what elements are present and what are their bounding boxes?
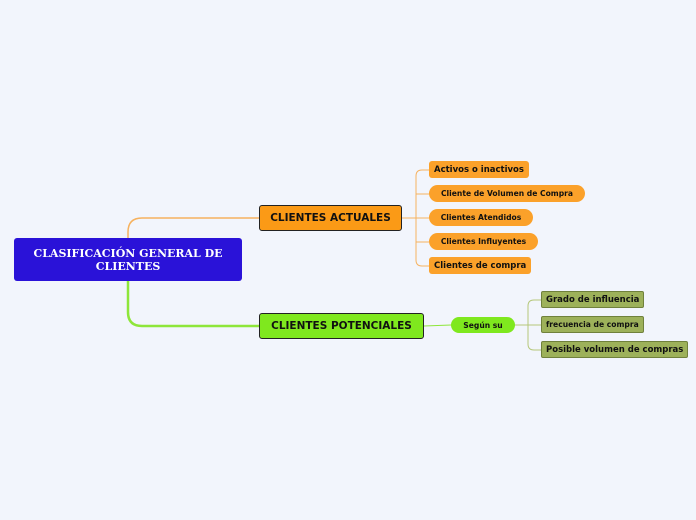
node-activos-o-inactivos[interactable]: Activos o inactivos (429, 161, 529, 178)
root-node[interactable]: CLASIFICACIÓN GENERAL DE CLIENTES (14, 238, 242, 281)
node-grado-de-influencia-label: Grado de influencia (546, 294, 640, 305)
node-activos-o-inactivos-label: Activos o inactivos (434, 164, 524, 175)
node-segun-su-label: Según su (463, 320, 503, 330)
connectors-actuales-children (402, 169, 429, 267)
connector-potenciales-sub (423, 324, 452, 327)
connectors-sub-children (515, 299, 541, 351)
connector-root-actuales (127, 217, 259, 238)
node-grado-de-influencia[interactable]: Grado de influencia (541, 291, 645, 308)
node-cliente-volumen-compra-label: Cliente de Volumen de Compra (440, 189, 574, 198)
node-frecuencia-de-compra[interactable]: frecuencia de compra (541, 316, 644, 333)
root-node-label: CLASIFICACIÓN GENERAL DE CLIENTES (33, 246, 223, 273)
node-clientes-actuales-label: CLIENTES ACTUALES (270, 212, 391, 224)
node-clientes-potenciales[interactable]: CLIENTES POTENCIALES (259, 313, 424, 339)
node-clientes-potenciales-label: CLIENTES POTENCIALES (271, 320, 412, 332)
node-clientes-atendidos-label: Clientes Atendidos (440, 213, 522, 222)
node-clientes-influyentes[interactable]: Clientes Influyentes (429, 233, 538, 250)
node-frecuencia-de-compra-label: frecuencia de compra (546, 320, 639, 329)
connector-root-potenciales (126, 281, 259, 328)
node-clientes-actuales[interactable]: CLIENTES ACTUALES (259, 205, 402, 231)
node-posible-volumen-de-compras[interactable]: Posible volumen de compras (541, 341, 689, 358)
node-clientes-de-compra-label: Clientes de compra (434, 260, 527, 271)
node-cliente-volumen-compra[interactable]: Cliente de Volumen de Compra (429, 185, 585, 202)
node-clientes-de-compra[interactable]: Clientes de compra (429, 257, 532, 274)
node-clientes-atendidos[interactable]: Clientes Atendidos (429, 209, 533, 226)
node-posible-volumen-de-compras-label: Posible volumen de compras (546, 344, 684, 355)
node-clientes-influyentes-label: Clientes Influyentes (440, 237, 527, 246)
node-segun-su[interactable]: Según su (451, 317, 515, 333)
